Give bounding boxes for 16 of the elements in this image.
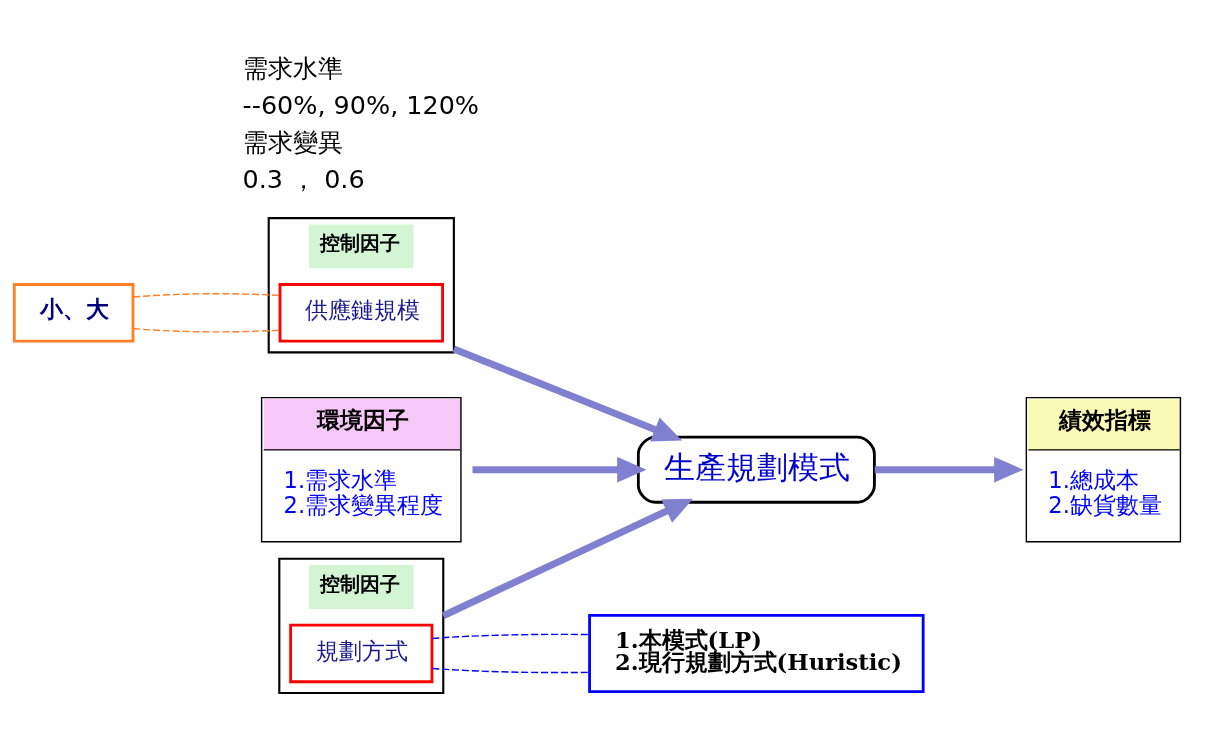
connector [132, 292, 281, 298]
label: 0.3 ， 0.6 [242, 163, 365, 194]
node-box: 小、大 [12, 282, 135, 342]
label: 需求變異 [242, 126, 343, 157]
arrow [452, 345, 683, 441]
node-box: 供應鏈規模 [278, 282, 444, 342]
label: --60%, 90%, 120% [242, 89, 480, 120]
connector [132, 327, 281, 333]
label: 需求水準 [242, 52, 343, 83]
connector [431, 633, 591, 639]
node-box: 1.本模式(LP) 2.現行規劃方式(Huristic) [588, 613, 925, 693]
arrow [441, 498, 694, 619]
node-box: 規劃方式 [289, 623, 434, 683]
arrow [874, 456, 1024, 483]
node-box: 生產規劃模式 [636, 435, 876, 504]
connector [431, 667, 591, 673]
